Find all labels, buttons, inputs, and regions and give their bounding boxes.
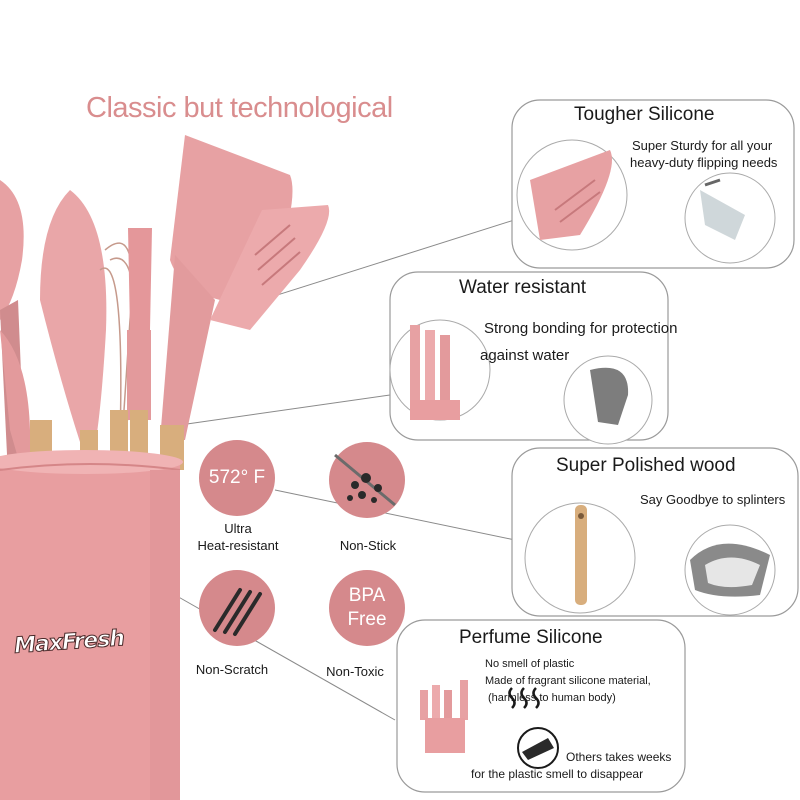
card-title-water-resistant: Water resistant [459, 277, 587, 298]
card-title-super-polished-wood: Super Polished wood [556, 455, 736, 476]
card-title-perfume-silicone: Perfume Silicone [459, 627, 603, 648]
scratch-icon [213, 588, 262, 636]
card-line: Others takes weeks [566, 750, 672, 764]
card-line: against water [480, 347, 570, 364]
card4-thumbnails [420, 680, 559, 769]
feature-label: Non-Stick [339, 538, 397, 553]
card-line: Super Sturdy for all your [632, 138, 773, 153]
card-line: (harmless to human body) [488, 692, 616, 704]
utensil-jar [0, 450, 183, 800]
heat-resistant-badge: 572° F [208, 467, 266, 488]
card-line: heavy-duty flipping needs [630, 155, 778, 170]
feature-circles [199, 440, 405, 646]
headline: Classic but technological [86, 92, 393, 124]
feature-label: Heat-resistant [197, 538, 279, 553]
card-line: No smell of plastic [485, 658, 575, 670]
feature-label: Non-Toxic [326, 664, 384, 679]
card-line: Say Goodbye to splinters [640, 492, 786, 507]
feature-label: Ultra [224, 521, 252, 536]
card3-thumbnails [524, 502, 776, 616]
bpa-badge-line1: BPA [348, 585, 386, 606]
card2-thumbnails [389, 319, 653, 445]
card-line: Made of fragrant silicone material, [485, 675, 651, 687]
utensils [0, 135, 330, 475]
non-stick-icon [334, 453, 396, 507]
card-line: for the plastic smell to disappear [471, 767, 644, 781]
feature-label: Non-Scratch [195, 662, 269, 677]
bpa-badge-line2: Free [347, 609, 387, 630]
card1-thumbnails [516, 139, 776, 264]
card-title-tougher-silicone: Tougher Silicone [574, 104, 715, 125]
card-line: Strong bonding for protection [484, 320, 678, 337]
